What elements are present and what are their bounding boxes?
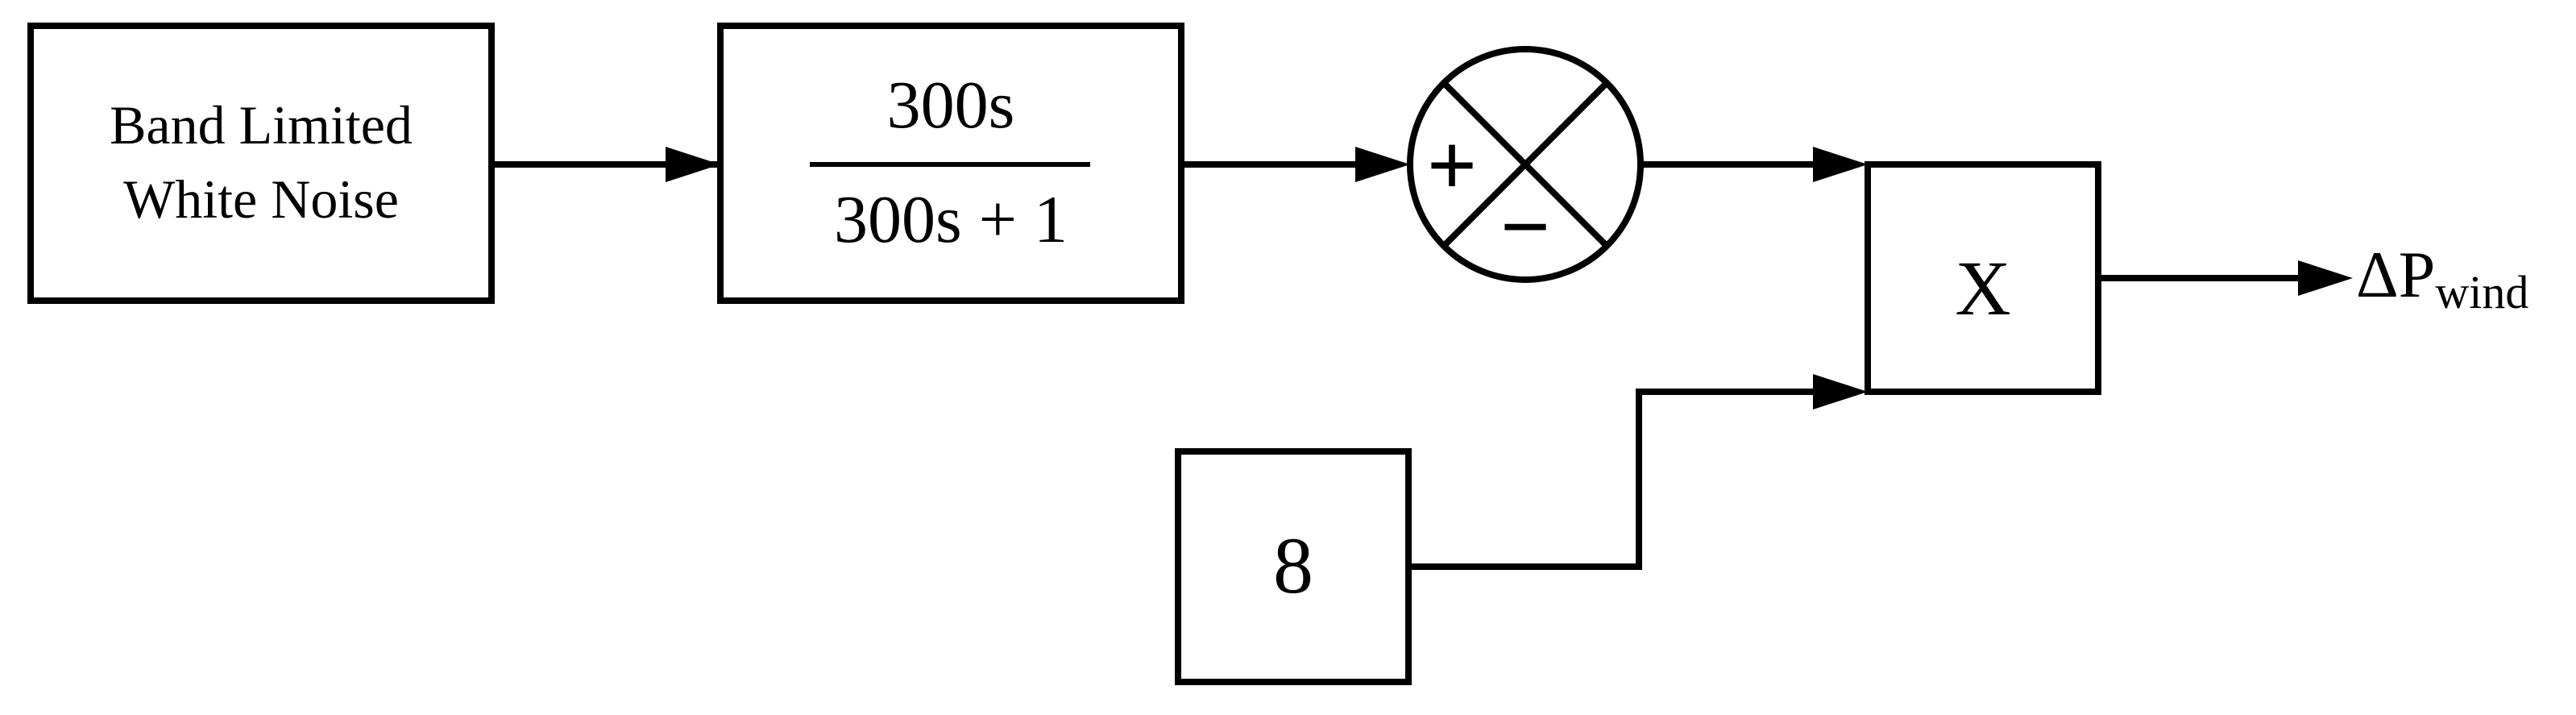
output-label-main: ΔP	[2356, 238, 2435, 311]
constant-block: 8	[1175, 448, 1412, 685]
multiplier-block: X	[1865, 161, 2101, 395]
minus-sign: −	[1500, 177, 1551, 276]
noise-block-label-line1: Band Limited	[110, 94, 413, 156]
summing-junction: + −	[1407, 46, 1644, 283]
arrowhead-filter-input	[666, 147, 720, 182]
multiplier-symbol: X	[1955, 245, 2010, 331]
arrowhead-multiplier-input-2	[1813, 374, 1868, 409]
constant-value: 8	[1273, 521, 1313, 610]
signal-path-constant-to-multiplier	[1408, 389, 1819, 570]
transfer-function-block: 300s 300s + 1	[717, 23, 1184, 304]
plus-sign: +	[1427, 116, 1478, 214]
noise-block-label-line2: White Noise	[123, 168, 399, 230]
noise-block-frame	[27, 23, 495, 304]
arrowhead-sum-input	[1355, 147, 1410, 182]
output-label: ΔPwind	[2356, 238, 2528, 318]
transfer-function-numerator: 300s	[887, 68, 1015, 143]
arrowhead-multiplier-input-1	[1813, 147, 1868, 182]
output-label-subscript: wind	[2435, 266, 2528, 318]
transfer-function-denominator: 300s + 1	[834, 182, 1068, 257]
noise-block: Band Limited White Noise	[27, 23, 495, 304]
arrowhead-output	[2298, 260, 2353, 296]
summing-junction-cross-b	[1441, 81, 1609, 248]
